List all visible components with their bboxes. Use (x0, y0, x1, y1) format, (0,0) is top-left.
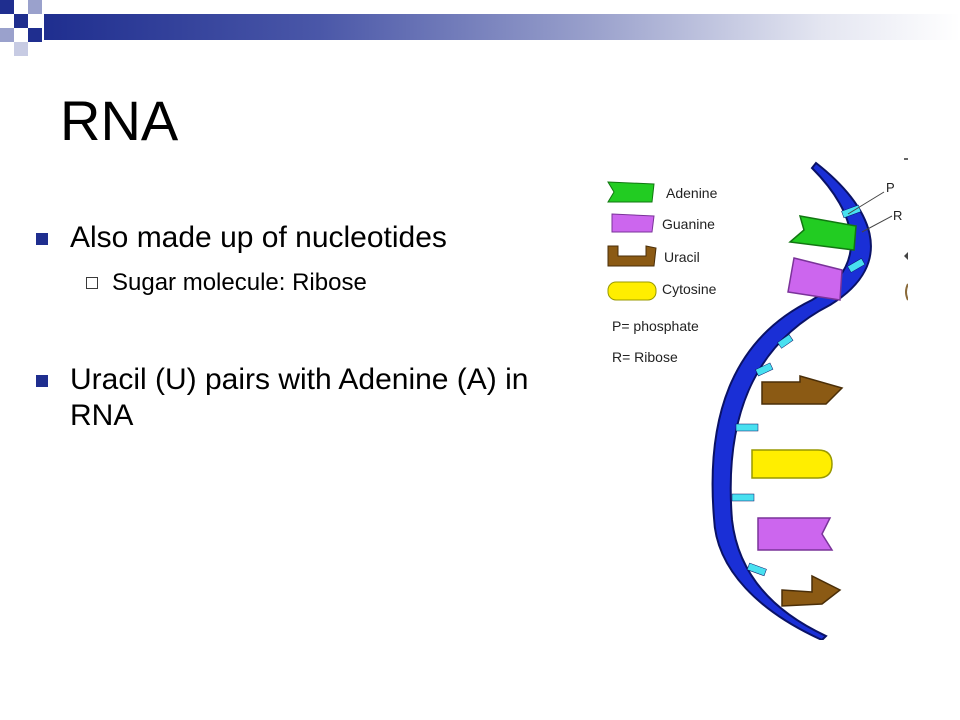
bullet-list: Also made up of nucleotides Sugar molecu… (36, 220, 556, 434)
adenine-base (788, 215, 857, 251)
legend-label-guanine: Guanine (662, 216, 715, 232)
legend-label-cytosine: Cytosine (662, 281, 717, 297)
deco-square (14, 42, 28, 56)
bullet-text: Also made up of nucleotides (70, 221, 447, 254)
strand-label-p: P (886, 180, 895, 195)
rna-strand-figure: Adenine Guanine Uracil Cytosine P= phosp… (607, 158, 908, 640)
figure-legend: Adenine Guanine Uracil Cytosine P= phosp… (607, 181, 718, 365)
sub-bullet-text: Sugar molecule: Ribose (112, 269, 367, 296)
header-decoration (0, 0, 960, 60)
sub-bullet-item: Sugar molecule: Ribose (36, 268, 556, 298)
deco-square (28, 28, 42, 42)
adenine-tab-icon (607, 181, 655, 203)
cytosine-tab-icon (607, 281, 657, 301)
cropped-arrow-fragment (904, 252, 908, 260)
strand-label-r: R (893, 208, 902, 223)
bullet-item: Also made up of nucleotides (36, 220, 556, 256)
phosphate-pointer-line (847, 191, 885, 215)
guanine-base (757, 517, 834, 551)
deco-square (28, 0, 42, 14)
slide-title: RNA (60, 89, 179, 152)
square-bullet-icon (36, 233, 48, 245)
uracil-base (781, 574, 842, 607)
bullet-text: Uracil (U) pairs with Adenine (A) in RNA (70, 363, 529, 432)
hollow-square-bullet-icon (86, 277, 98, 289)
ribose-pointer-line (861, 215, 893, 233)
guanine-tab-icon (611, 213, 655, 233)
cytosine-base (751, 449, 833, 479)
header-gradient-bar (44, 14, 960, 40)
deco-square (0, 0, 14, 14)
legend-label-adenine: Adenine (666, 185, 718, 201)
square-bullet-icon (36, 375, 48, 387)
legend-note-ribose: R= Ribose (612, 349, 678, 365)
cropped-fragment (905, 283, 908, 301)
guanine-base (787, 257, 843, 301)
bullet-item: Uracil (U) pairs with Adenine (A) in RNA (36, 362, 556, 434)
backbone-segment-bars (731, 204, 866, 577)
deco-square (14, 14, 28, 28)
uracil-tab-icon (607, 245, 657, 267)
legend-note-phosphate: P= phosphate (612, 318, 699, 334)
uracil-base (761, 375, 844, 405)
legend-label-uracil: Uracil (664, 249, 700, 265)
deco-square (0, 28, 14, 42)
